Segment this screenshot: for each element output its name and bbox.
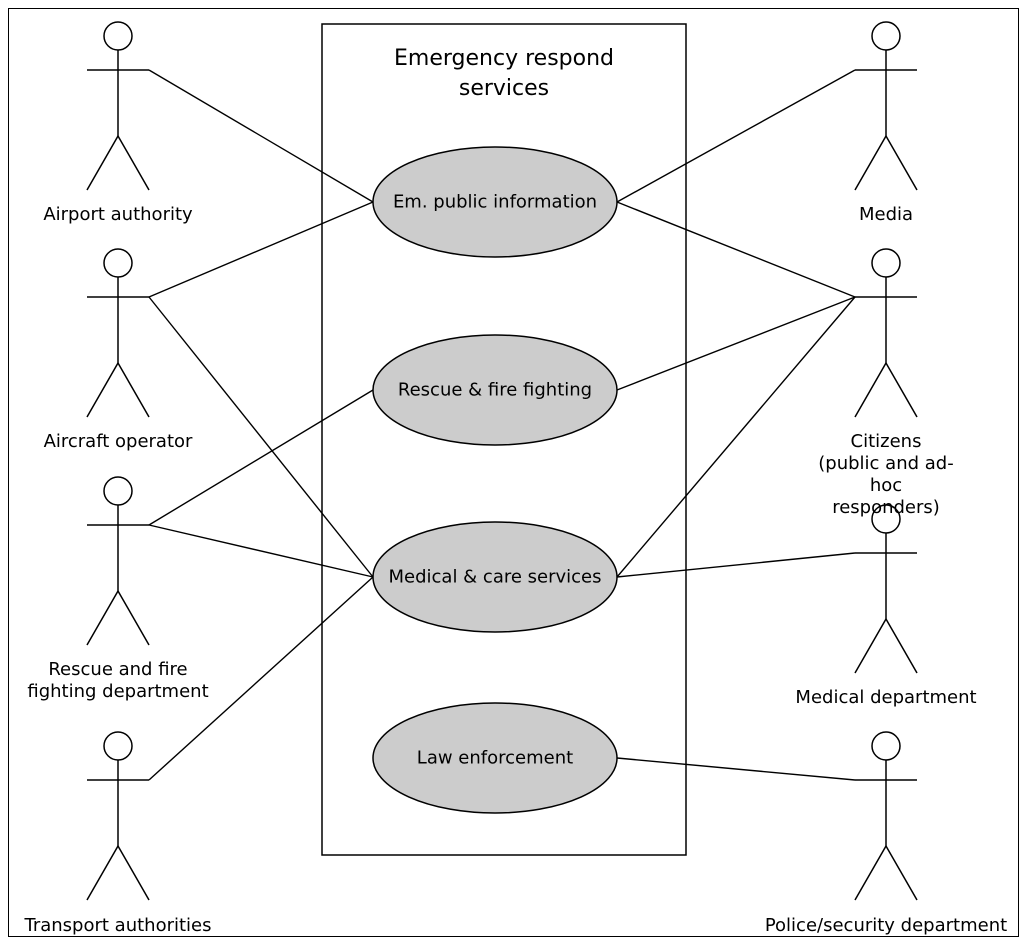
association-police-security-department-law-enforcement xyxy=(616,757,856,781)
use-case-medical-care-services xyxy=(372,521,618,633)
actor-label-aircraft-operator: Aircraft operator xyxy=(43,431,193,452)
actor-citizens-figure xyxy=(854,248,918,418)
actor-medical-department-figure xyxy=(854,504,918,674)
actor-label-medical-department: Medical department xyxy=(795,687,977,708)
use-case-rescue-fire-fighting xyxy=(372,334,618,446)
association-airport-authority-em-public-information xyxy=(148,69,374,203)
association-transport-authorities-medical-care-services xyxy=(148,576,374,781)
association-aircraft-operator-medical-care-services xyxy=(148,296,374,578)
use-case-label-law-enforcement: Law enforcement xyxy=(416,747,574,769)
association-citizens-medical-care-services xyxy=(616,296,856,578)
actor-label-media: Media xyxy=(858,204,914,225)
actor-media-figure xyxy=(854,21,918,191)
actor-label-rescue-fire-department: Rescue and fire fighting department xyxy=(27,659,209,702)
actor-aircraft-operator-figure xyxy=(86,248,150,418)
association-medical-department-medical-care-services xyxy=(616,552,856,578)
use-case-label-rescue-fire-fighting: Rescue & fire fighting xyxy=(397,379,593,401)
system-boundary xyxy=(321,23,687,856)
actor-label-citizens: Citizens (public and ad-hoc responders) xyxy=(818,431,954,518)
association-aircraft-operator-em-public-information xyxy=(148,201,374,298)
association-citizens-rescue-fire-fighting xyxy=(616,296,856,391)
diagram-frame xyxy=(8,8,1019,937)
actor-label-transport-authorities: Transport authorities xyxy=(24,915,212,936)
use-case-label-medical-care-services: Medical & care services xyxy=(388,566,602,588)
association-citizens-em-public-information xyxy=(616,201,856,298)
use-case-law-enforcement xyxy=(372,702,618,814)
actor-label-police-security-department: Police/security department xyxy=(764,915,1008,936)
association-rescue-fire-department-medical-care-services xyxy=(148,524,374,578)
use-case-em-public-information xyxy=(372,146,618,258)
system-title: Emergency respond services xyxy=(394,46,614,101)
actor-transport-authorities-figure xyxy=(86,731,150,901)
actor-label-airport-authority: Airport authority xyxy=(43,204,193,225)
actor-airport-authority-figure xyxy=(86,21,150,191)
association-media-em-public-information xyxy=(616,69,856,203)
actor-police-security-department-figure xyxy=(854,731,918,901)
use-case-label-em-public-information: Em. public information xyxy=(392,191,598,213)
actor-rescue-fire-department-figure xyxy=(86,476,150,646)
association-rescue-fire-department-rescue-fire-fighting xyxy=(148,389,374,526)
